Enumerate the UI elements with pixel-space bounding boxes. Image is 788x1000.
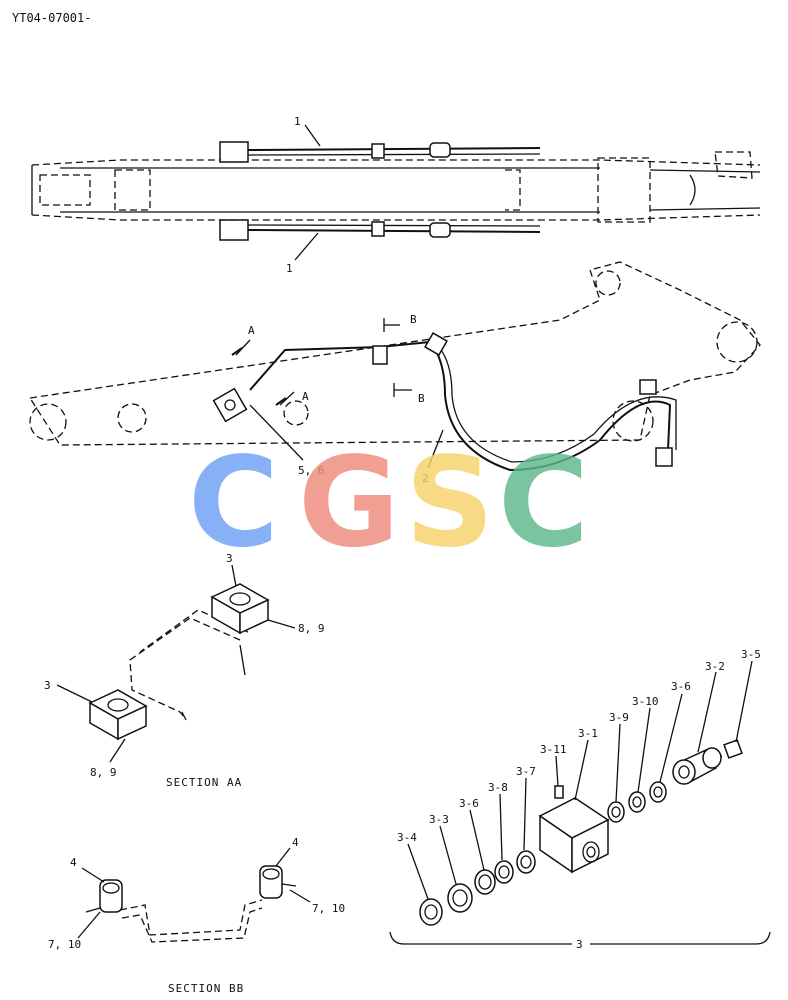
callout-3-3: 3-3 bbox=[429, 813, 449, 826]
callout-3-1: 3-1 bbox=[578, 727, 598, 740]
section-bb: 4 4 7, 10 7, 10 SECTION BB bbox=[48, 836, 345, 995]
watermark-letter-c2: C bbox=[498, 431, 589, 575]
drawing-number: YT04-07001- bbox=[12, 11, 91, 25]
section-marker-b-lower: B bbox=[418, 392, 425, 405]
side-view: A A B B 5, 6 2 bbox=[28, 261, 761, 485]
clip-right bbox=[259, 865, 297, 899]
connector-3-2 bbox=[672, 747, 722, 785]
callout-4-left: 4 bbox=[70, 856, 77, 869]
callout-5-6: 5, 6 bbox=[298, 464, 325, 477]
section-bb-title: SECTION BB bbox=[168, 982, 244, 995]
callout-1-upper: 1 bbox=[294, 115, 301, 128]
callout-3-4: 3-4 bbox=[397, 831, 417, 844]
watermark-letter-g: G bbox=[298, 431, 400, 575]
callout-3-6-lower: 3-6 bbox=[459, 797, 479, 810]
clip-left bbox=[85, 879, 123, 913]
callout-4-right: 4 bbox=[292, 836, 299, 849]
section-aa: 3 8, 9 3 8, 9 SECTION AA bbox=[44, 552, 325, 789]
callout-3-6-upper: 3-6 bbox=[671, 680, 691, 693]
callout-3-upper: 3 bbox=[226, 552, 233, 565]
top-view: 1 1 bbox=[31, 115, 761, 275]
callout-8-9-lower: 8, 9 bbox=[90, 766, 117, 779]
callout-3-2: 3-2 bbox=[705, 660, 725, 673]
watermark: C G S C bbox=[188, 431, 589, 575]
group-label-3: 3 bbox=[576, 938, 583, 951]
callout-3-10: 3-10 bbox=[632, 695, 659, 708]
callout-7-10-right: 7, 10 bbox=[312, 902, 345, 915]
callout-3-5: 3-5 bbox=[741, 648, 761, 661]
clamp-upper bbox=[210, 583, 296, 635]
block-3-1 bbox=[538, 785, 610, 874]
section-aa-title: SECTION AA bbox=[166, 776, 242, 789]
section-marker-a-upper: A bbox=[248, 324, 255, 337]
callout-1-lower: 1 bbox=[286, 262, 293, 275]
callout-3-11: 3-11 bbox=[540, 743, 567, 756]
group-brace bbox=[389, 931, 771, 945]
callout-3-7: 3-7 bbox=[516, 765, 536, 778]
callout-8-9-upper: 8, 9 bbox=[298, 622, 325, 635]
watermark-letter-s: S bbox=[405, 431, 494, 575]
clamp-lower bbox=[88, 689, 148, 763]
exploded-block: 3-5 3-2 3-6 3-10 3-9 3-1 3-11 3-7 3-8 3-… bbox=[389, 648, 771, 951]
section-marker-b-upper: B bbox=[410, 313, 417, 326]
callout-3-lower: 3 bbox=[44, 679, 51, 692]
section-marker-a-lower: A bbox=[302, 390, 309, 403]
callout-2: 2 bbox=[422, 472, 429, 485]
callout-3-9: 3-9 bbox=[609, 711, 629, 724]
callout-7-10-left: 7, 10 bbox=[48, 938, 81, 951]
callout-3-8: 3-8 bbox=[488, 781, 508, 794]
watermark-letter-c1: C bbox=[188, 431, 279, 575]
